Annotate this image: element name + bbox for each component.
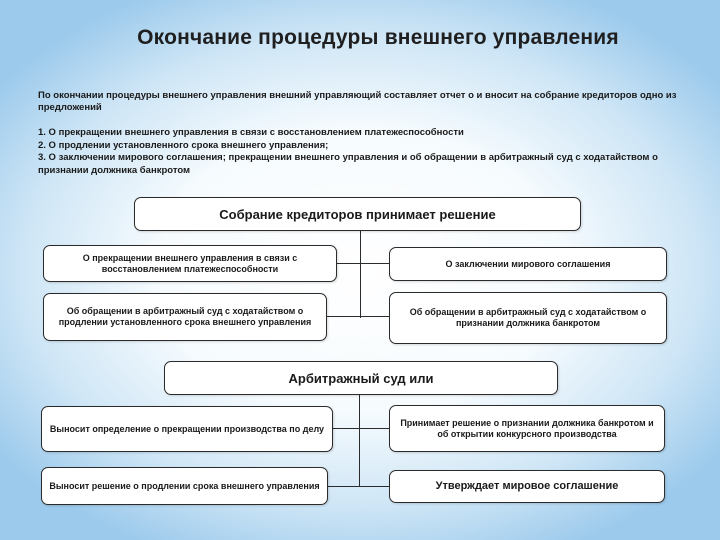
page-title: Окончание процедуры внешнего управления [137,26,619,49]
decision-restore-solvency: О прекращении внешнего управления в связ… [43,245,337,282]
proposal-item: 2. О продлении установленного срока внеш… [38,139,329,151]
court-extend-term: Выносит решение о продлении срока внешне… [41,467,328,505]
intro-text: По окончании процедуры внешнего управлен… [38,90,677,113]
proposal-item: 3. О заключении мирового соглашения; пре… [38,152,658,176]
connector-line [327,316,389,318]
decision-bankruptcy-petition: Об обращении в арбитражный суд с ходатай… [389,292,667,344]
connector-line [328,486,389,488]
decision-extend-term: Об обращении в арбитражный суд с ходатай… [43,293,327,341]
connector-line [333,428,389,430]
court-declare-bankrupt: Принимает решение о признании должника б… [389,405,665,452]
decision-settlement: О заключении мирового соглашения [389,247,667,281]
arbitration-court-header: Арбитражный суд или [164,361,558,395]
connector-line [360,230,362,318]
proposal-list: 1. О прекращении внешнего управления в с… [38,127,688,177]
court-approve-settlement: Утверждает мировое соглашение [389,470,665,503]
creditors-meeting-header: Собрание кредиторов принимает решение [134,197,581,231]
connector-line [337,263,389,265]
court-terminate-proceedings: Выносит определение о прекращении произв… [41,406,333,452]
proposal-item: 1. О прекращении внешнего управления в с… [38,127,464,138]
connector-line [359,394,361,487]
